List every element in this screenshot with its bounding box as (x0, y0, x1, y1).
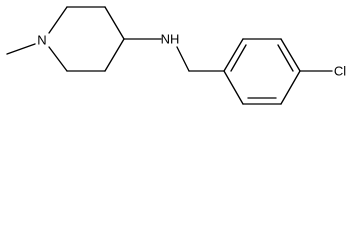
piperidine-lower-c2-to-n (48, 46, 68, 72)
benzene-double-bond-left (230, 44, 247, 72)
piperidine-upper-c3-to-c4 (104, 6, 125, 40)
piperidine-c4-to-lower-c3 (104, 38, 125, 72)
chlorine-label: Cl (334, 64, 346, 79)
amine-nitrogen-label: NH (161, 32, 180, 47)
benzene-bond-1 (223, 38, 244, 72)
piperidine-nitrogen-label: N (37, 33, 46, 48)
piperidine-n-to-upper-c2 (48, 6, 68, 34)
amine-to-benzyl-bond (176, 46, 190, 72)
benzene-bond-3 (280, 38, 301, 72)
benzene-bond-6 (223, 70, 244, 105)
benzene-bond-4 (280, 70, 301, 105)
chemical-structure-diagram: N NH Cl (6, 6, 346, 105)
benzene-double-bond-right (277, 44, 294, 72)
methyl-bond (6, 43, 36, 55)
